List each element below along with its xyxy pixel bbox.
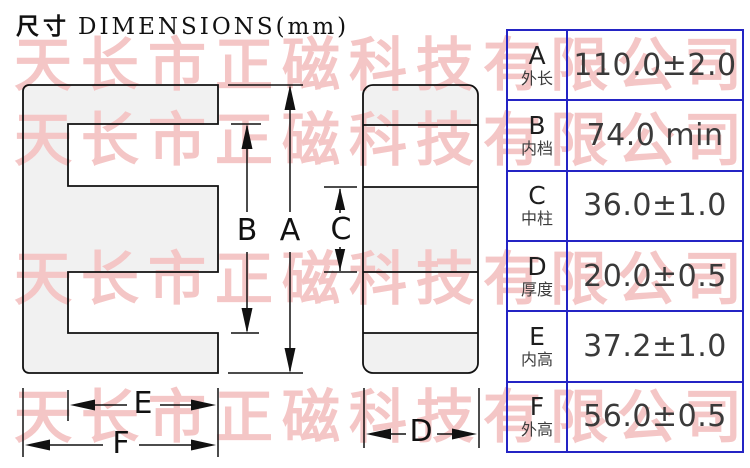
dim-e-arrow-right [191, 399, 216, 411]
dim-f-arrow-right [191, 439, 216, 451]
e-core-front-outline [22, 84, 219, 374]
table-key-cell: A 外长 [508, 31, 568, 100]
table-row: F 外高 56.0±0.5 [508, 380, 742, 451]
dim-label-b: B [236, 213, 258, 248]
table-key-cell: E 内高 [508, 312, 568, 381]
dim-letter: E [529, 321, 545, 351]
table-row: C 中柱 36.0±1.0 [508, 169, 742, 240]
table-key-cell: D 厚度 [508, 241, 568, 311]
dim-label-d: D [409, 414, 433, 449]
table-row: B 内档 74.0 min [508, 99, 742, 170]
dim-value: 36.0±1.0 [583, 188, 727, 224]
e-core-front-fill [23, 85, 218, 373]
side-view-top-band-fill [363, 85, 478, 125]
dim-letter: F [529, 392, 545, 422]
dim-b-arrow-up [241, 124, 253, 149]
dim-letter: C [528, 181, 546, 211]
dimension-lines [22, 84, 480, 457]
dim-cn-label: 外长 [520, 68, 553, 88]
dim-d-arrow-left [366, 428, 391, 440]
dim-value: 20.0±0.5 [583, 258, 727, 294]
side-view-band-lines [363, 124, 478, 334]
dim-a-lines [228, 84, 303, 374]
dim-letter: A [528, 40, 546, 70]
dim-d-arrow-right [452, 428, 477, 440]
dim-value: 110.0±2.0 [573, 47, 737, 83]
dim-value: 56.0±0.5 [583, 399, 727, 435]
dim-b-arrow-down [241, 308, 253, 333]
dim-label-c: C [330, 212, 352, 247]
side-view-bottom-band-fill [363, 333, 478, 373]
dim-value: 37.2±1.0 [583, 328, 727, 364]
table-key-cell: B 内档 [508, 101, 568, 170]
side-view-outline [362, 84, 479, 374]
table-row: A 外长 110.0±2.0 [508, 31, 742, 100]
watermark-row: 天长市正磁科技有限公司 [14, 106, 750, 174]
table-row: D 厚度 20.0±0.5 [508, 239, 742, 311]
dimension-arrowheads [25, 85, 477, 451]
dim-e-lines [67, 390, 193, 421]
dim-c-lines [324, 186, 357, 273]
dim-label-a: A [279, 213, 301, 248]
side-view-center-band-fill [363, 187, 478, 272]
dim-letter: B [528, 110, 546, 140]
dim-letter: D [527, 251, 547, 281]
dim-cn-label: 内档 [520, 138, 553, 158]
page-title-cn: 尺寸 [16, 13, 70, 40]
table-row: E 内高 37.2±1.0 [508, 310, 742, 381]
dim-d-lines [363, 388, 480, 448]
dim-a-arrow-up [284, 85, 296, 110]
dim-c-arrow-down [334, 249, 346, 271]
page-title-en: DIMENSIONS(mm) [78, 14, 350, 40]
page-title: 尺寸 DIMENSIONS(mm) [16, 7, 349, 41]
dim-cn-label: 厚度 [520, 279, 553, 299]
dim-value: 74.0 min [586, 117, 724, 153]
dim-b-lines [231, 123, 261, 334]
dim-label-f: F [112, 426, 130, 461]
table-key-cell: C 中柱 [508, 171, 568, 240]
dim-a-arrow-down [284, 348, 296, 373]
dim-c-arrow-up [334, 188, 346, 210]
watermark-row: 天长市正磁科技有限公司 [14, 245, 750, 313]
dim-cn-label: 外高 [520, 420, 553, 440]
dim-cn-label: 内高 [520, 349, 553, 369]
dimensions-table: A 外长 110.0±2.0 B 内档 74.0 min C 中柱 36.0±1… [506, 29, 744, 453]
dim-e-arrow-left [70, 399, 95, 411]
dim-label-e: E [133, 386, 153, 421]
table-key-cell: F 外高 [508, 382, 568, 451]
dim-cn-label: 中柱 [520, 209, 553, 229]
dim-f-lines [22, 388, 219, 457]
dim-f-arrow-left [25, 439, 50, 451]
